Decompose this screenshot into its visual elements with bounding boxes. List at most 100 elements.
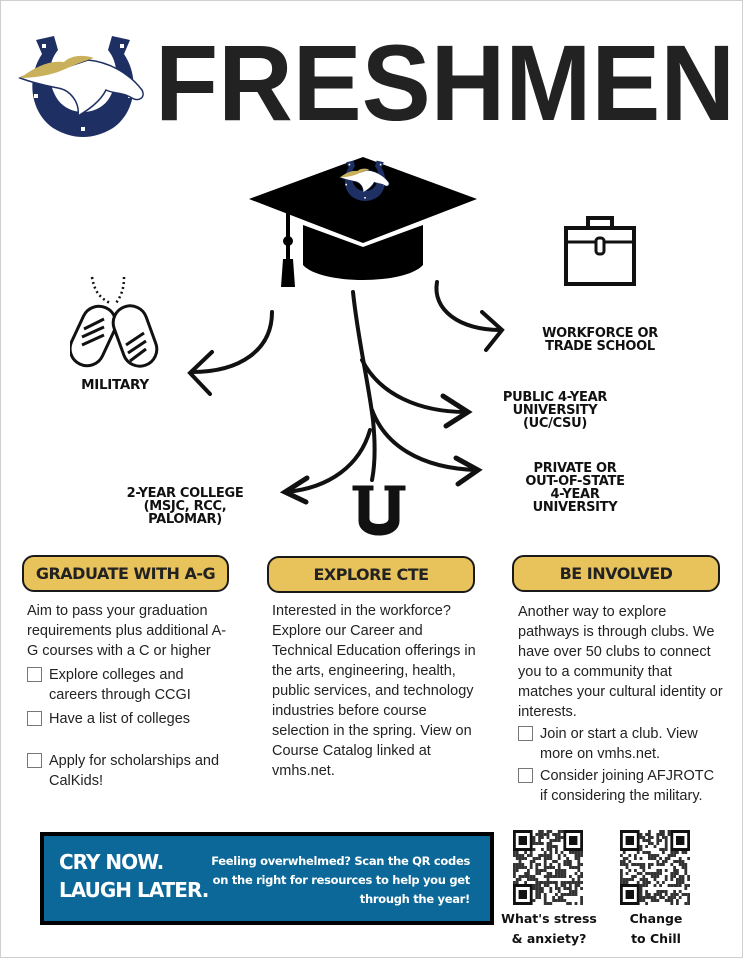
arrow-private <box>370 408 478 472</box>
qr-module <box>636 863 640 866</box>
qr-module <box>541 830 544 833</box>
qr-module <box>664 848 668 851</box>
qr-module <box>549 857 553 860</box>
qr-module <box>518 863 522 866</box>
checklist-item[interactable]: Apply for scholarships and CalKids! <box>27 751 232 791</box>
qr-module <box>557 869 561 872</box>
qr-module <box>566 863 569 866</box>
qr-module <box>552 845 555 848</box>
qr-module <box>678 896 682 899</box>
qr-module <box>645 839 648 842</box>
qr-module <box>560 836 564 839</box>
qr-module <box>662 881 665 884</box>
qr-module <box>532 848 536 851</box>
qr-module <box>566 887 569 890</box>
qr-module <box>577 860 581 863</box>
qr-module <box>681 851 685 854</box>
qr-module <box>673 866 676 869</box>
qr-module <box>667 857 671 860</box>
qr-module <box>664 875 668 878</box>
qr-module <box>639 899 643 902</box>
qr-module <box>521 863 525 866</box>
qr-module <box>678 890 682 893</box>
qr-module <box>659 869 662 872</box>
qr-module <box>667 854 671 857</box>
qr-module <box>577 881 581 884</box>
qr-module <box>664 899 668 902</box>
qr-module <box>538 836 541 839</box>
qr-module <box>676 860 679 863</box>
section-heading-graduate: GRADUATE WITH A-G <box>22 555 229 592</box>
qr-module <box>549 839 553 842</box>
checklist-item[interactable]: Consider joining AFJROTC if considering … <box>518 766 723 806</box>
qr-module <box>687 899 690 902</box>
qr-module <box>549 863 553 866</box>
qr-module <box>527 854 530 857</box>
qr-module <box>659 830 662 833</box>
private-line: 4-YEAR <box>550 487 600 502</box>
qr-module <box>673 860 676 863</box>
private-line: PRIVATE OR <box>533 461 617 476</box>
qr-module <box>687 902 690 905</box>
qr-module <box>659 893 662 896</box>
qr-module <box>687 875 690 878</box>
qr-module <box>648 833 651 836</box>
pathway-public-university: PUBLIC 4-YEAR UNIVERSITY (UC/CSU) <box>480 391 630 430</box>
qr-module <box>645 845 648 848</box>
checkbox[interactable] <box>518 726 533 741</box>
qr-code-stress[interactable] <box>513 830 583 905</box>
qr-module <box>645 896 648 899</box>
qr-module <box>648 872 651 875</box>
checklist-item[interactable]: Join or start a club. View more on vmhs.… <box>518 724 723 764</box>
qr-module <box>513 866 516 869</box>
qr-module <box>648 839 651 842</box>
qr-module <box>546 836 550 839</box>
qr-module <box>639 884 643 887</box>
qr-module <box>667 896 671 899</box>
qr-module <box>524 875 527 878</box>
checkbox[interactable] <box>27 667 42 682</box>
qr-module <box>532 887 536 890</box>
qr-module <box>676 884 679 887</box>
qr-module <box>549 872 553 875</box>
qr-module <box>546 884 550 887</box>
qr-module <box>515 857 519 860</box>
qr-module <box>656 839 660 842</box>
qr-module <box>664 860 668 863</box>
checkbox[interactable] <box>27 711 42 726</box>
qr-label-chill: Change to Chill <box>606 909 706 949</box>
qr-module <box>664 878 668 881</box>
checklist-item[interactable]: Have a list of colleges <box>27 709 232 729</box>
qr-module <box>566 881 569 884</box>
qr-module <box>560 869 564 872</box>
qr-code-chill[interactable] <box>620 830 690 905</box>
qr-module <box>678 863 682 866</box>
qr-module <box>625 857 629 860</box>
qr-module <box>580 863 583 866</box>
qr-module <box>676 869 679 872</box>
banner-headline: CRY NOW. LAUGH LATER. <box>59 848 209 904</box>
qr-module <box>535 878 539 881</box>
qr-module <box>622 851 626 854</box>
qr-module <box>549 875 553 878</box>
qr-module <box>538 842 541 845</box>
qr-module <box>667 899 671 902</box>
qr-module <box>557 836 561 839</box>
checkbox[interactable] <box>518 768 533 783</box>
qr-module <box>569 866 572 869</box>
qr-module <box>549 866 553 869</box>
qr-module <box>681 881 685 884</box>
qr-module <box>566 857 569 860</box>
banner-line: LAUGH LATER. <box>59 878 209 902</box>
qr-module <box>569 884 572 887</box>
qr-module <box>538 833 541 836</box>
checklist-item[interactable]: Explore colleges and careers through CCG… <box>27 665 232 705</box>
arrow-workforce <box>434 280 502 332</box>
qr-finder <box>518 890 527 899</box>
qr-module <box>664 869 668 872</box>
qr-module <box>648 893 651 896</box>
qr-module <box>670 875 674 878</box>
checkbox[interactable] <box>27 753 42 768</box>
qr-module <box>662 896 665 899</box>
qr-module <box>543 875 547 878</box>
